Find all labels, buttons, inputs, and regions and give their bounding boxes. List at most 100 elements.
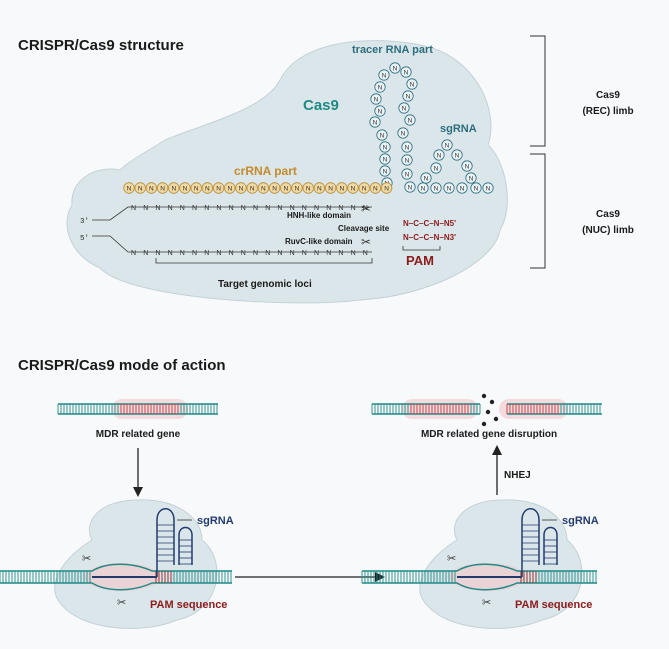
bottom-strand-nucleotide: N — [338, 250, 343, 257]
crrna-nucleotide — [369, 182, 382, 194]
sgrna-nucleotide — [461, 160, 473, 172]
sgrna-label: sgRNA — [197, 515, 234, 527]
sgrna-nucleotide-letter: N — [380, 133, 385, 140]
bottom-strand-nucleotide: N — [363, 250, 368, 257]
dna-bottom — [0, 582, 232, 591]
bottom-strand-nucleotide: N — [241, 250, 246, 257]
sgrna-nucleotide — [401, 141, 413, 153]
sgrna-nucleotide — [417, 182, 429, 194]
top-strand-nucleotide: N — [216, 205, 221, 212]
sgrna-nucleotide — [443, 182, 455, 194]
crrna-nucleotide-letter: N — [373, 186, 378, 193]
top-strand-nucleotide: N — [131, 205, 136, 212]
crrna-nucleotide-letter: N — [351, 186, 356, 193]
crrna-nucleotide-letter: N — [194, 186, 199, 193]
cleavage-site-label: Cleavage site — [338, 224, 390, 233]
nuc-bracket — [530, 153, 546, 269]
sgrna-hairpin-2 — [543, 526, 558, 565]
sgrna-nucleotide-letter: N — [421, 186, 426, 193]
sgrna-nucleotide — [451, 149, 463, 161]
crrna-nucleotide — [347, 182, 359, 194]
top-strand-prime: 3' — [80, 218, 89, 226]
sgrna-nucleotide — [376, 129, 388, 141]
target-strand-line — [92, 206, 372, 221]
sgrna-nucleotide — [401, 168, 413, 180]
nontarget-strand-line — [92, 235, 372, 253]
sgrna-nucleotide-letter: N — [383, 145, 388, 152]
dna-top — [362, 563, 597, 572]
sgrna-nucleotide — [406, 78, 418, 90]
rec-limb-line2: (REC) limb — [582, 106, 633, 117]
crrna-nucleotide-letter: N — [362, 186, 367, 193]
sgrna-nucleotide — [370, 93, 382, 105]
bottom-strand-nucleotide: N — [131, 250, 136, 257]
bottom-strand-nucleotide: N — [351, 250, 356, 257]
scissors-bottom-icon: ✂ — [361, 235, 371, 249]
top-strand-nucleotide: N — [253, 205, 258, 212]
crrna-label: crRNA part — [234, 164, 297, 178]
crrna-nucleotide-letter: N — [216, 186, 221, 193]
top-strand-nucleotide: N — [314, 205, 319, 212]
crrna-nucleotide-letter: N — [127, 186, 132, 193]
sgrna-label: sgRNA — [440, 123, 477, 135]
bottom-strand-nucleotide: N — [326, 250, 331, 257]
sgrna-nucleotide-letter: N — [382, 73, 387, 80]
bottom-strand-nucleotide: N — [204, 250, 209, 257]
sgrna-nucleotide — [400, 66, 412, 78]
sgrna-nucleotide-letter: N — [405, 145, 410, 152]
crrna-nucleotide-letter: N — [171, 186, 176, 193]
crrna-nucleotide — [145, 182, 158, 194]
arrow-down-head — [133, 487, 143, 497]
broken-fragment — [481, 421, 487, 427]
dna-top — [0, 563, 232, 572]
cas9-protein-body — [66, 40, 508, 304]
sgrna-hairpin-2 — [178, 526, 193, 565]
sgrna-nucleotide-letter: N — [383, 157, 388, 164]
structure-heading: CRISPR/Cas9 structure — [18, 37, 184, 54]
crrna-nucleotide-letter: N — [227, 186, 232, 193]
sgrna-nucleotide — [397, 127, 409, 139]
top-strand-nucleotide: N — [241, 205, 246, 212]
crrna-nucleotide — [302, 182, 314, 194]
bottom-strand-nucleotide: N — [143, 250, 148, 257]
crrna-nucleotide — [123, 182, 135, 194]
sgrna-nucleotide — [470, 182, 482, 194]
bottom-strand-nucleotide: N — [314, 250, 319, 257]
crrna-nucleotide-letter: N — [317, 186, 322, 193]
sgrna-nucleotide-letter: N — [373, 120, 378, 127]
sgrna-nucleotide — [374, 105, 386, 117]
sgrna-nucleotide-letter: N — [434, 186, 439, 193]
sgrna-nucleotide — [398, 102, 410, 114]
target-loci-label: Target genomic loci — [218, 279, 312, 290]
sgrna-hairpin-1 — [521, 508, 540, 577]
crrna-nucleotide-letter: N — [183, 186, 188, 193]
crrna-nucleotide-letter: N — [239, 186, 244, 193]
scissors-top-icon: ✂ — [361, 202, 371, 216]
sgrna-nucleotide — [378, 69, 390, 81]
sgrna-nucleotide-letter: N — [465, 164, 470, 171]
sgrna-nucleotide-letter: N — [437, 153, 442, 160]
bottom-strand-prime: 5' — [80, 235, 89, 243]
top-strand-nucleotide: N — [363, 205, 368, 212]
bottom-strand-nucleotide: N — [229, 250, 234, 257]
sgrna-nucleotide-letter: N — [447, 186, 452, 193]
sgrna-nucleotide-letter: N — [378, 109, 383, 116]
bottom-strand-nucleotide: N — [180, 250, 185, 257]
broken-fragment — [493, 416, 499, 422]
crrna-nucleotide — [190, 182, 202, 194]
sgrna-nucleotide — [433, 149, 445, 161]
disruption-label: MDR related gene disruption — [421, 429, 557, 440]
crrna-nucleotide-letter: N — [339, 186, 344, 193]
sgrna-nucleotide-letter: N — [383, 169, 388, 176]
bottom-strand-nucleotide: N — [253, 250, 258, 257]
sgrna-nucleotide — [430, 182, 442, 194]
crrna-nucleotide — [134, 182, 146, 194]
crrna-nucleotide — [179, 182, 191, 194]
crrna-nucleotide — [212, 182, 225, 194]
